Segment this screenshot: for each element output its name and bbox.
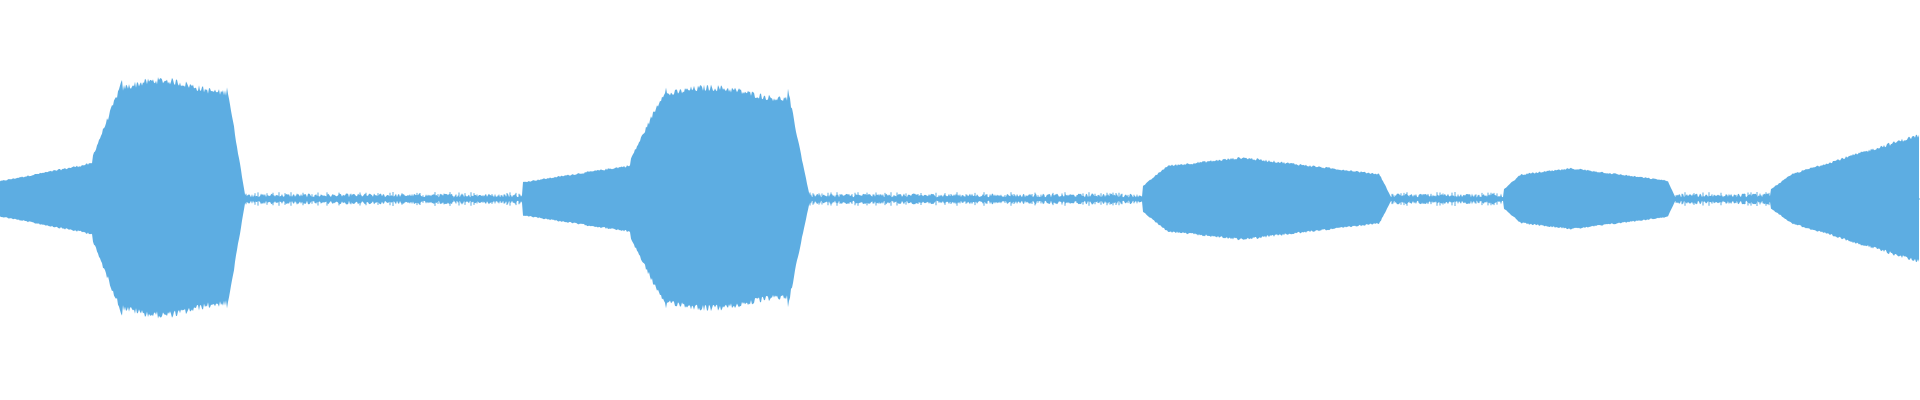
waveform-noise-ticks: [245, 192, 1770, 206]
